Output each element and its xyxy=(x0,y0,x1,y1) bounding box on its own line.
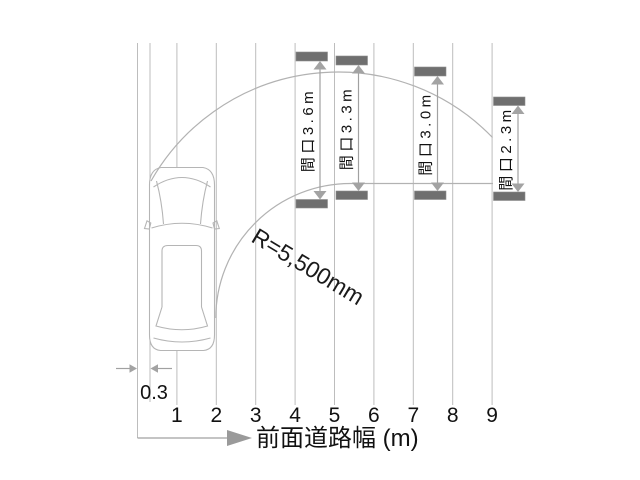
dim-arrow-left-icon xyxy=(150,364,158,373)
gate-wall-bar-bottom xyxy=(493,191,526,201)
car-body-outline xyxy=(148,166,216,352)
dim-arrow-up-icon xyxy=(511,105,525,114)
car-rear-window xyxy=(155,306,209,331)
gate-wall-bar-top xyxy=(335,55,368,66)
axis-arrow-right-icon xyxy=(227,430,252,446)
side-clearance-value: 0.3 xyxy=(140,382,168,404)
road-grid xyxy=(137,43,493,438)
axis-tick: 6 xyxy=(368,404,380,427)
gate-wall-bar-top xyxy=(414,66,447,77)
axis-tick: 9 xyxy=(486,404,498,427)
car-left-mirror xyxy=(143,219,152,230)
axis-tick: 5 xyxy=(329,404,341,427)
gate-wall-bar-bottom xyxy=(295,199,328,209)
car-right-a-pillar xyxy=(199,180,209,225)
axis-tick: 3 xyxy=(250,404,262,427)
gate-wall-bar-bottom xyxy=(414,190,447,200)
entrance-gate-3-6m: 間口3.6m xyxy=(295,51,328,209)
car-top-view xyxy=(143,166,221,352)
dim-arrow-down-icon xyxy=(313,191,327,200)
gate-width-label: 間口3.6m xyxy=(300,88,317,172)
car-roof-outline xyxy=(161,244,203,307)
gate-width-label: 間口2.3m xyxy=(498,106,515,190)
turning-radius-label: R=5,500mm xyxy=(247,223,368,310)
gate-width-label: 間口3.0m xyxy=(418,91,435,175)
dim-arrow-right-icon xyxy=(129,364,137,373)
entrance-gate-3-0m: 間口3.0m xyxy=(414,66,447,200)
dim-arrow-up-icon xyxy=(313,61,327,70)
dim-arrow-down-icon xyxy=(431,182,444,191)
car-front-window-line xyxy=(153,177,211,188)
road-width-axis: 1 2 3 4 5 6 7 8 9 前面道路幅 (m) xyxy=(137,404,498,452)
gate-wall-bar-top xyxy=(295,51,328,62)
side-clearance-dimension: 0.3 xyxy=(116,364,172,404)
car-left-a-pillar xyxy=(155,180,165,225)
turning-outer-arc xyxy=(150,71,493,182)
car-rear-deck-line xyxy=(153,337,211,343)
gate-width-label: 間口3.3m xyxy=(339,86,356,170)
gate-wall-bar-top xyxy=(493,96,526,106)
entrance-gate-2-3m: 間口2.3m xyxy=(493,96,526,201)
axis-tick: 8 xyxy=(447,404,459,427)
car-cowl-line xyxy=(151,222,213,229)
axis-title: 前面道路幅 (m) xyxy=(256,425,419,452)
car-right-mirror xyxy=(212,219,221,230)
axis-tick: 4 xyxy=(289,404,301,427)
axis-tick: 2 xyxy=(210,404,222,427)
axis-tick: 1 xyxy=(171,404,183,427)
dim-arrow-down-icon xyxy=(511,183,525,192)
entrance-gate-3-3m: 間口3.3m xyxy=(335,55,368,200)
gate-wall-bar-bottom xyxy=(335,190,368,200)
axis-tick: 7 xyxy=(407,404,419,427)
dim-arrow-up-icon xyxy=(431,76,444,85)
dim-arrow-up-icon xyxy=(352,65,365,74)
turning-inner-arc xyxy=(215,182,493,319)
dim-arrow-down-icon xyxy=(352,182,365,191)
